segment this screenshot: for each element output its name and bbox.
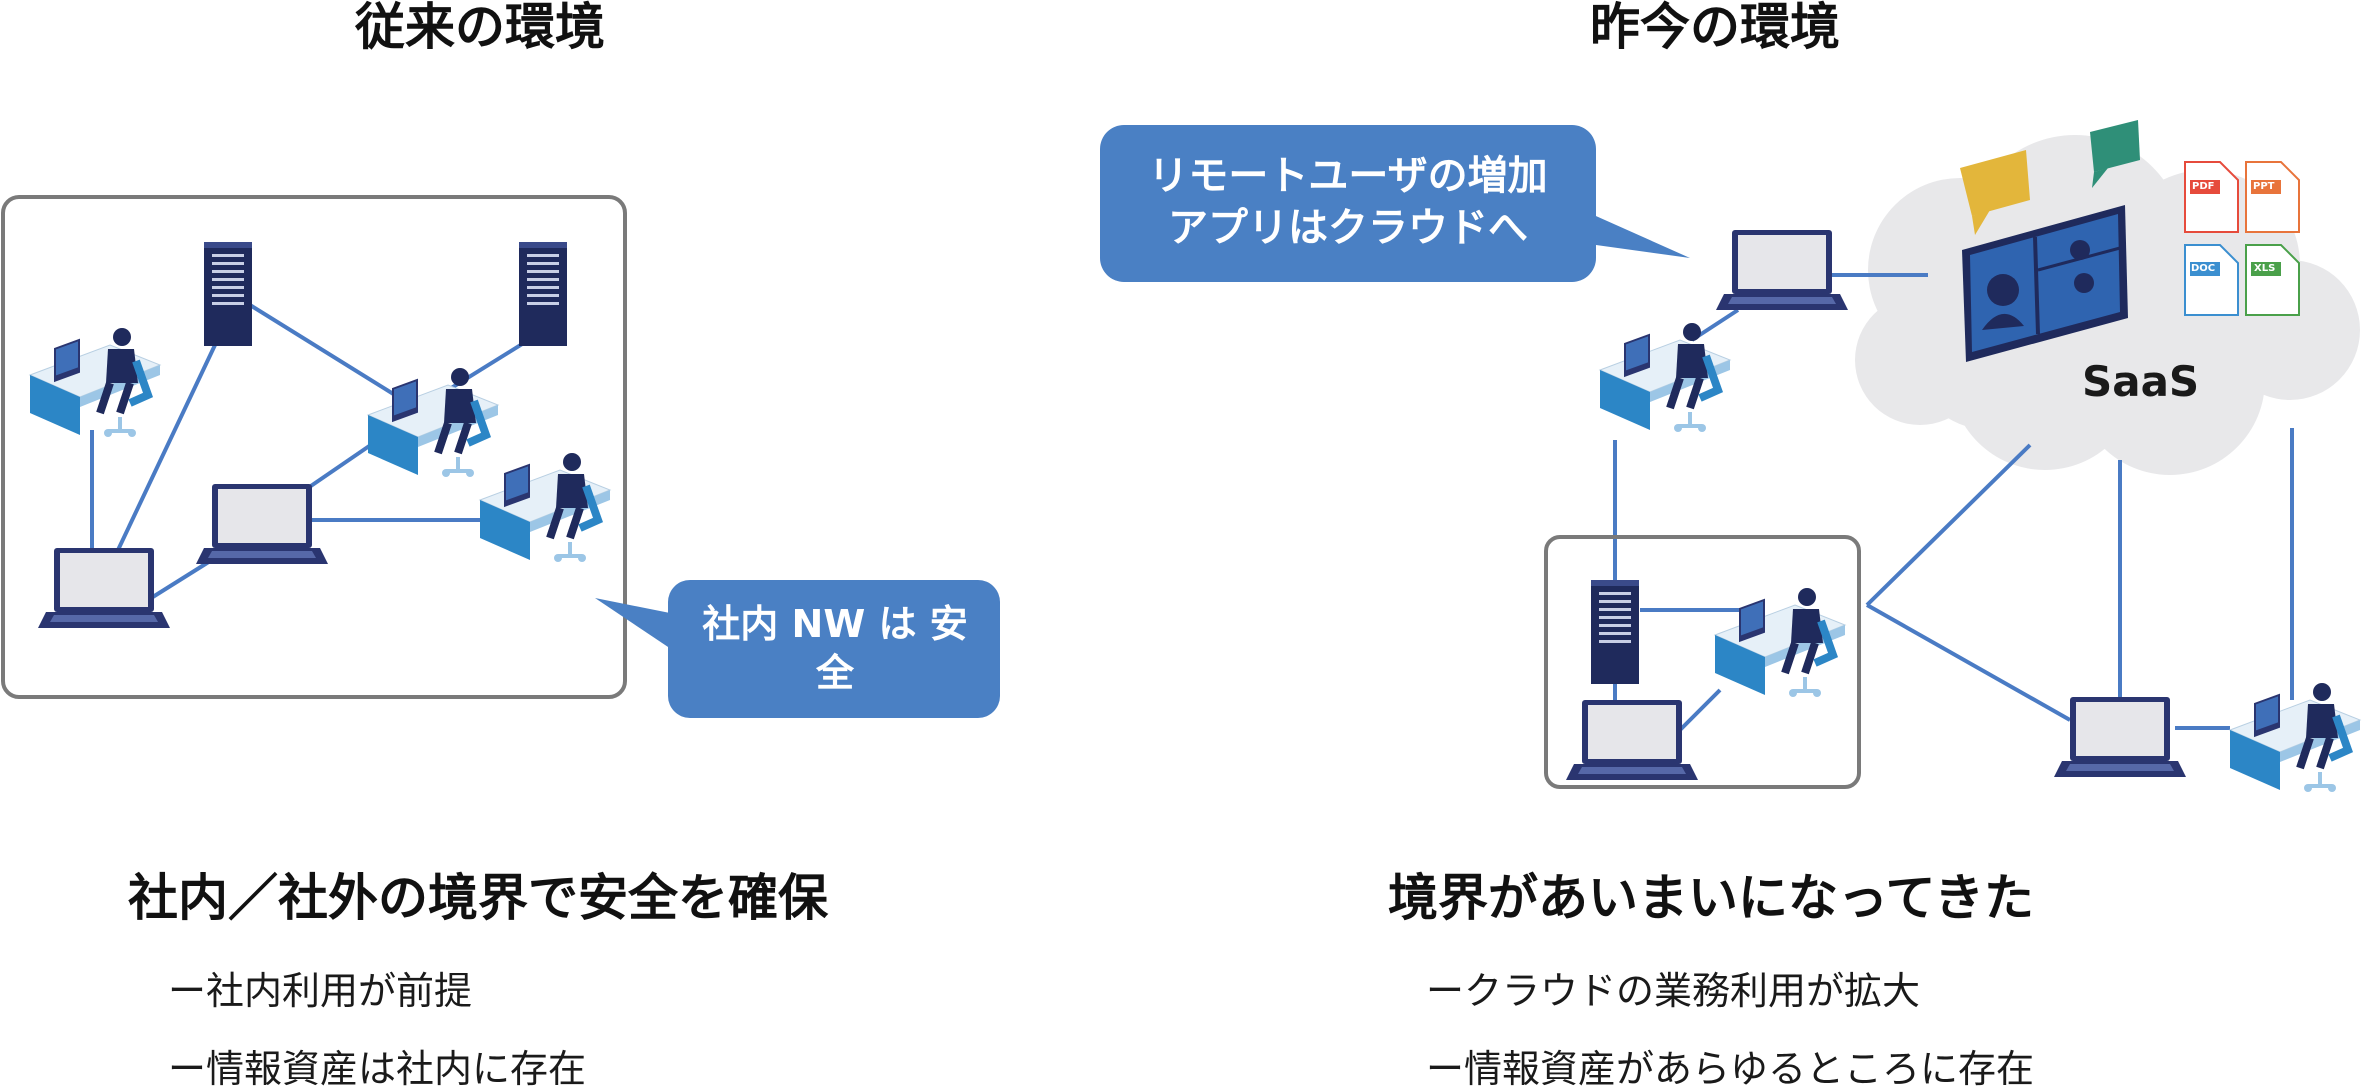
right-title: 昨今の環境 (1590, 0, 1840, 56)
remote-callout (1100, 125, 1690, 282)
desk-worker-icon (480, 453, 610, 562)
laptop-icon (196, 484, 328, 564)
laptop-icon (1716, 230, 1848, 310)
desk-worker-icon (1715, 588, 1845, 697)
right-summary: 境界があいまいになってきた (1388, 869, 2034, 927)
right-bullet: ー情報資産があらゆるところに存在 (1426, 1047, 2035, 1091)
server-icon (519, 242, 567, 346)
doc-file-icon (2184, 244, 2239, 316)
xls-label: XLS (2254, 263, 2276, 274)
desk-worker-icon (368, 368, 498, 477)
server-icon (1591, 580, 1639, 684)
server-icon (204, 242, 252, 346)
intranet-callout-text: 社内 NW は 安全 (702, 602, 968, 696)
left-bullet: ー社内利用が前提 (168, 969, 473, 1013)
left-bullet: ー情報資産は社内に存在 (168, 1047, 587, 1091)
laptop-icon (1566, 700, 1698, 780)
ppt-label: PPT (2253, 181, 2275, 192)
right-connections (1613, 273, 2294, 742)
laptop-icon (2054, 697, 2186, 777)
xls-file-icon (2245, 244, 2300, 316)
intranet-callout (595, 580, 1000, 718)
chat-bubble-icon (2090, 120, 2140, 188)
remote-callout-text: リモートユーザの増加 アプリはクラウドへ (1148, 153, 1548, 251)
pdf-label: PDF (2192, 181, 2215, 192)
right-bullet: ークラウドの業務利用が拡大 (1426, 969, 1921, 1013)
saas-label: SaaS (2082, 357, 2200, 406)
chat-bubble-icon (1960, 150, 2030, 235)
desk-worker-icon (1600, 323, 1730, 432)
desk-worker-icon (30, 328, 160, 437)
intranet-frame (1, 195, 627, 699)
desk-worker-icon (2230, 683, 2360, 792)
office-frame (1544, 535, 1861, 789)
left-summary: 社内／社外の境界で安全を確保 (128, 869, 828, 927)
doc-label: DOC (2191, 263, 2216, 274)
ppt-file-icon (2245, 161, 2300, 233)
left-title: 従来の環境 (355, 0, 605, 56)
laptop-icon (38, 548, 170, 628)
video-conference-icon (1962, 205, 2128, 362)
pdf-file-icon (2184, 161, 2239, 233)
